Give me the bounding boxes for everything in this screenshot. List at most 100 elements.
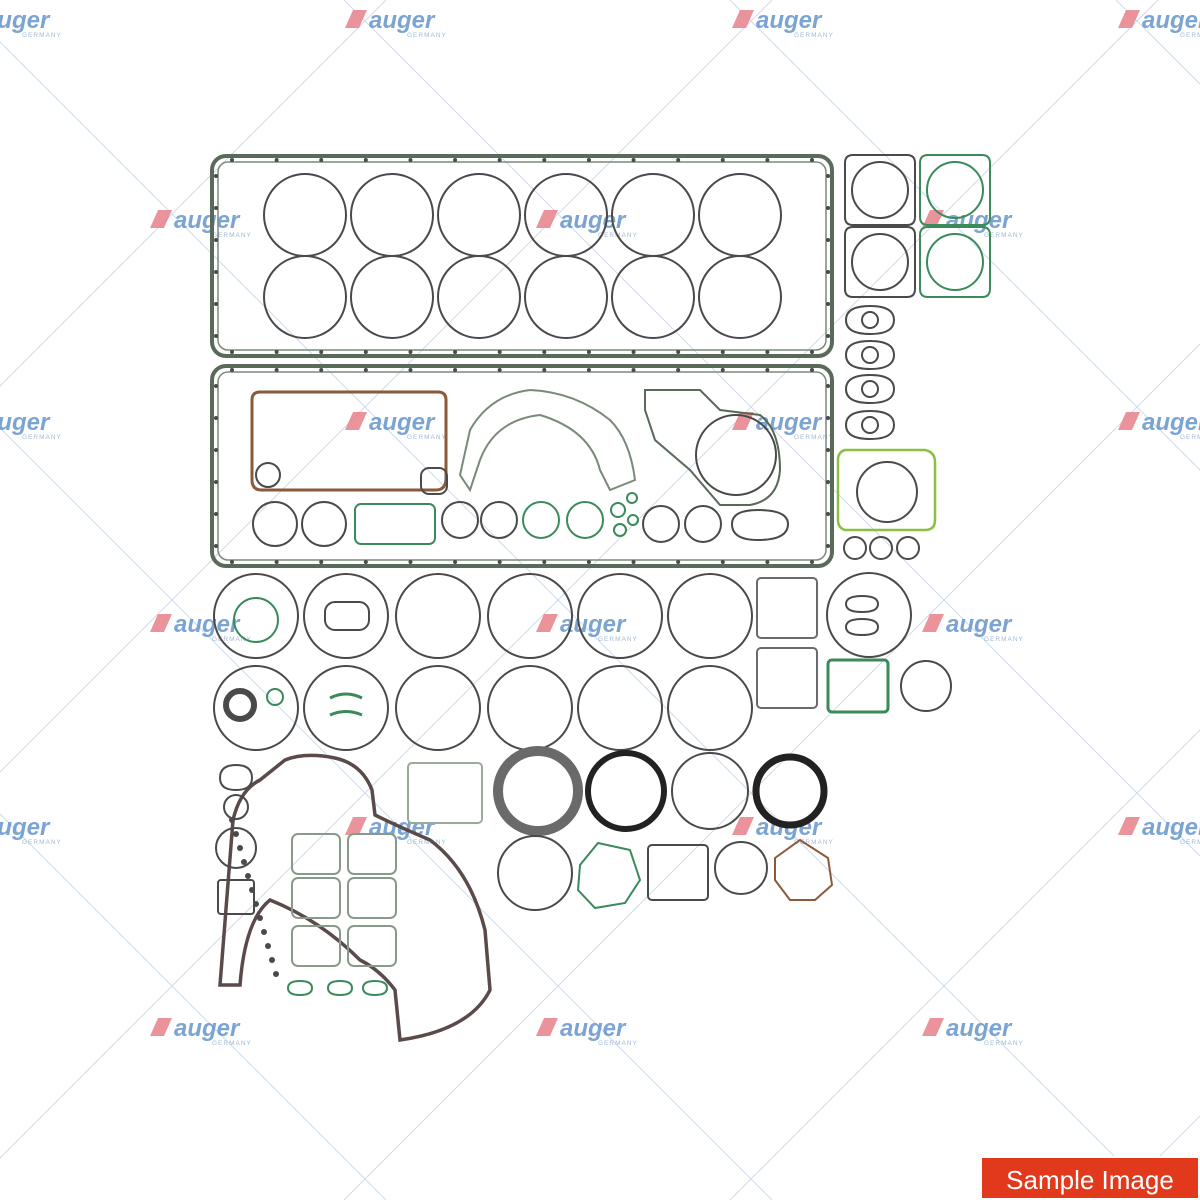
o-ring-gasket	[487, 573, 573, 659]
o-ring-gasket	[350, 173, 434, 257]
o-ring-gasket	[437, 173, 521, 257]
o-ring-gasket	[437, 255, 521, 339]
svg-text:auger: auger	[560, 611, 627, 638]
formed-gasket	[730, 508, 790, 542]
o-ring-gasket	[233, 831, 239, 837]
svg-text:auger: auger	[946, 207, 1013, 234]
o-ring-gasket	[667, 573, 753, 659]
flat-gasket	[647, 844, 709, 901]
o-ring-gasket	[613, 523, 627, 537]
o-ring-gasket	[522, 501, 560, 539]
svg-text:GERMANY: GERMANY	[407, 32, 447, 39]
o-ring-gasket	[667, 665, 753, 751]
svg-text:auger: auger	[946, 1015, 1013, 1042]
svg-text:GERMANY: GERMANY	[407, 434, 447, 441]
flange-ring-gasket	[919, 226, 991, 298]
o-ring-gasket	[269, 957, 275, 963]
o-ring-gasket	[671, 752, 749, 830]
o-ring-gasket	[861, 346, 879, 364]
formed-gasket	[836, 448, 937, 532]
o-ring-gasket	[237, 845, 243, 851]
o-ring-gasket	[626, 492, 638, 504]
flat-gasket	[217, 879, 255, 915]
flat-gasket	[420, 467, 448, 495]
flat-gasket	[347, 877, 397, 919]
flat-gasket	[407, 762, 483, 824]
o-ring-gasket	[441, 501, 479, 539]
svg-text:GERMANY: GERMANY	[407, 839, 447, 846]
flange-ring-gasket	[919, 154, 991, 226]
formed-gasket	[644, 389, 782, 506]
o-ring-gasket	[698, 255, 782, 339]
svg-text:auger: auger	[174, 1015, 241, 1042]
o-ring-gasket	[265, 943, 271, 949]
svg-text:GERMANY: GERMANY	[598, 636, 638, 643]
formed-gasket	[218, 753, 492, 1042]
o-ring-gasket	[752, 753, 828, 829]
o-ring-gasket	[861, 380, 879, 398]
svg-text:GERMANY: GERMANY	[984, 636, 1024, 643]
svg-text:auger: auger	[0, 409, 51, 436]
flat-gasket	[347, 925, 397, 967]
formed-gasket	[250, 390, 448, 492]
o-ring-gasket	[610, 502, 626, 518]
o-ring-gasket	[263, 173, 347, 257]
svg-text:GERMANY: GERMANY	[22, 32, 62, 39]
svg-text:GERMANY: GERMANY	[212, 636, 252, 643]
formed-gasket	[218, 763, 254, 792]
formed-gasket	[844, 617, 880, 637]
flat-gasket	[826, 658, 890, 714]
svg-text:GERMANY: GERMANY	[598, 1040, 638, 1047]
o-ring-gasket	[480, 501, 518, 539]
o-ring-gasket	[684, 505, 722, 543]
o-ring-gasket	[695, 414, 777, 496]
svg-text:auger: auger	[946, 611, 1013, 638]
flat-gasket	[354, 503, 436, 545]
formed-gasket	[329, 692, 363, 717]
flat-gasket	[347, 833, 397, 875]
o-ring-gasket	[213, 665, 299, 751]
svg-text:GERMANY: GERMANY	[1180, 32, 1200, 39]
o-ring-gasket	[245, 873, 251, 879]
flat-gasket	[756, 577, 818, 639]
o-ring-gasket	[303, 665, 389, 751]
o-ring-gasket	[577, 573, 663, 659]
o-ring-gasket	[896, 536, 920, 560]
svg-text:GERMANY: GERMANY	[794, 32, 834, 39]
flat-gasket	[324, 601, 370, 631]
svg-text:GERMANY: GERMANY	[984, 1040, 1024, 1047]
svg-text:auger: auger	[369, 7, 436, 34]
flange-ring-gasket	[844, 154, 916, 226]
o-ring-gasket	[856, 461, 918, 523]
formed-gasket	[844, 373, 896, 405]
svg-text:auger: auger	[0, 7, 51, 34]
svg-text:auger: auger	[174, 207, 241, 234]
cylinder-head-gasket-frame	[210, 154, 834, 358]
o-ring-gasket	[487, 665, 573, 751]
formed-gasket	[361, 979, 389, 997]
o-ring-gasket	[826, 572, 912, 658]
svg-text:GERMANY: GERMANY	[22, 839, 62, 846]
flange-ring-gasket	[844, 226, 916, 298]
o-ring-gasket	[493, 746, 583, 836]
formed-gasket	[576, 841, 642, 910]
o-ring-gasket	[395, 665, 481, 751]
o-ring-gasket	[843, 536, 867, 560]
o-ring-gasket	[223, 688, 257, 722]
oil-pan-gasket-frame	[210, 364, 834, 568]
o-ring-gasket	[861, 311, 879, 329]
formed-gasket	[844, 339, 896, 371]
o-ring-gasket	[223, 794, 249, 820]
svg-text:GERMANY: GERMANY	[794, 434, 834, 441]
svg-text:auger: auger	[1142, 814, 1200, 841]
o-ring-gasket	[213, 573, 299, 659]
